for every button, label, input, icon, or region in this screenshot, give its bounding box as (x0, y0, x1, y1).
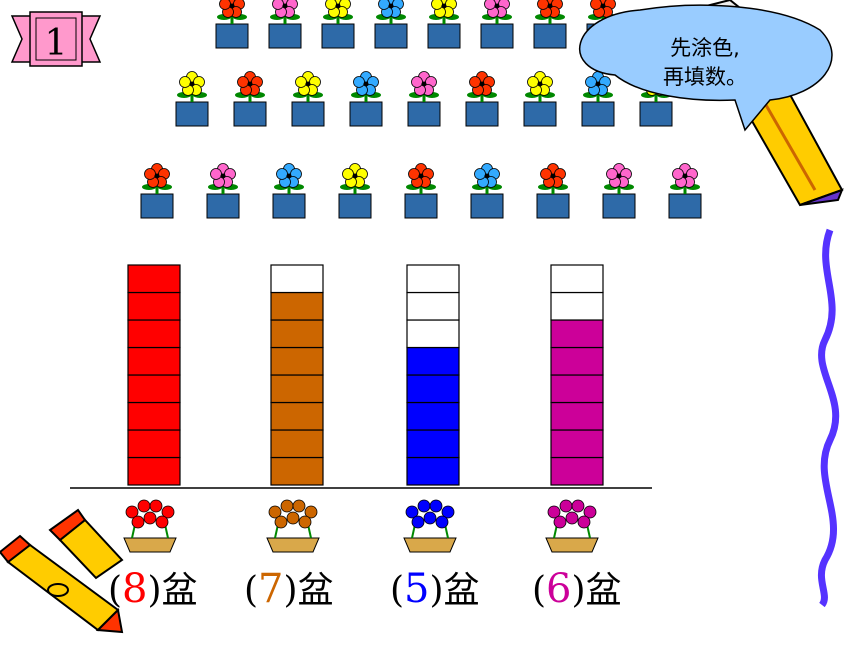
flower-pot (581, 71, 615, 127)
bar-cell (406, 401, 460, 431)
flower-pot (523, 71, 557, 127)
bar-cell (270, 319, 324, 349)
bar-cell (270, 429, 324, 459)
flower-pot (533, 0, 567, 49)
instruction-text: 先涂色, 再填数。 (640, 34, 770, 92)
flower-pot (470, 163, 504, 219)
flower-pot (206, 163, 240, 219)
flower-pot (407, 71, 441, 127)
count-value-1: 8 (122, 566, 148, 612)
bouquet-icon (123, 499, 177, 553)
instruction-line-2: 再填数。 (663, 65, 747, 89)
badge-number: 1 (44, 23, 68, 64)
bouquet-icon (403, 499, 457, 553)
flower-pot (338, 163, 372, 219)
flower-pot (272, 163, 306, 219)
flower-pot (602, 163, 636, 219)
flower-pot (349, 71, 383, 127)
bar-cell (550, 374, 604, 404)
bar-cell (127, 401, 181, 431)
flower-pot (668, 163, 702, 219)
bar-cell (270, 456, 324, 486)
flower-pot (536, 163, 570, 219)
flower-pot (233, 71, 267, 127)
bar-column (127, 264, 181, 486)
count-label-1: (8)盆 (108, 566, 198, 612)
flower-pot (175, 71, 209, 127)
count-label-3: (5)盆 (390, 566, 480, 612)
bar-cell (406, 291, 460, 321)
bar-cell (550, 346, 604, 376)
flower-pot (291, 71, 325, 127)
bar-cell (406, 346, 460, 376)
bar-cell (406, 374, 460, 404)
bar-cell (406, 319, 460, 349)
bar-cell (550, 291, 604, 321)
flower-pot (321, 0, 355, 49)
flower-pot (374, 0, 408, 49)
flower-pot (268, 0, 302, 49)
unit-label-1: 盆 (161, 570, 198, 611)
flower-pot (215, 0, 249, 49)
bar-column (550, 264, 604, 486)
number-badge (10, 11, 102, 67)
bar-cell (127, 429, 181, 459)
bar-cell (270, 264, 324, 294)
count-label-4: (6)盆 (532, 566, 622, 612)
bar-cell (406, 429, 460, 459)
bar-cell (127, 346, 181, 376)
bar-cell (127, 291, 181, 321)
bar-column (270, 264, 324, 486)
unit-label-3: 盆 (443, 570, 480, 611)
speech-bubble (578, 4, 833, 132)
bar-cell (550, 429, 604, 459)
bar-cell (550, 264, 604, 294)
bar-cell (127, 456, 181, 486)
unit-label-4: 盆 (585, 570, 622, 611)
bar-cell (270, 374, 324, 404)
flower-pot (140, 163, 174, 219)
bar-cell (550, 319, 604, 349)
bar-column (406, 264, 460, 486)
bar-cell (270, 346, 324, 376)
bouquet-icon (266, 499, 320, 553)
bar-cell (406, 456, 460, 486)
flower-pot (404, 163, 438, 219)
bar-cell (406, 264, 460, 294)
count-value-4: 6 (546, 566, 572, 612)
unit-label-2: 盆 (297, 570, 334, 611)
bouquets (123, 499, 599, 553)
flower-pot (427, 0, 461, 49)
flower-pot (465, 71, 499, 127)
bar-cell (550, 401, 604, 431)
bouquet-icon (545, 499, 599, 553)
bar-cell (127, 319, 181, 349)
count-value-2: 7 (258, 566, 284, 612)
crayon-icon (0, 508, 124, 634)
bar-cell (550, 456, 604, 486)
bar-cell (127, 374, 181, 404)
flower-pot (480, 0, 514, 49)
instruction-line-1: 先涂色, (670, 36, 740, 60)
bar-cell (270, 401, 324, 431)
squiggle-decoration (817, 228, 840, 608)
bar-cell (270, 291, 324, 321)
bar-cell (127, 264, 181, 294)
count-label-2: (7)盆 (244, 566, 334, 612)
bar-columns (127, 264, 604, 486)
count-value-3: 5 (404, 566, 430, 612)
